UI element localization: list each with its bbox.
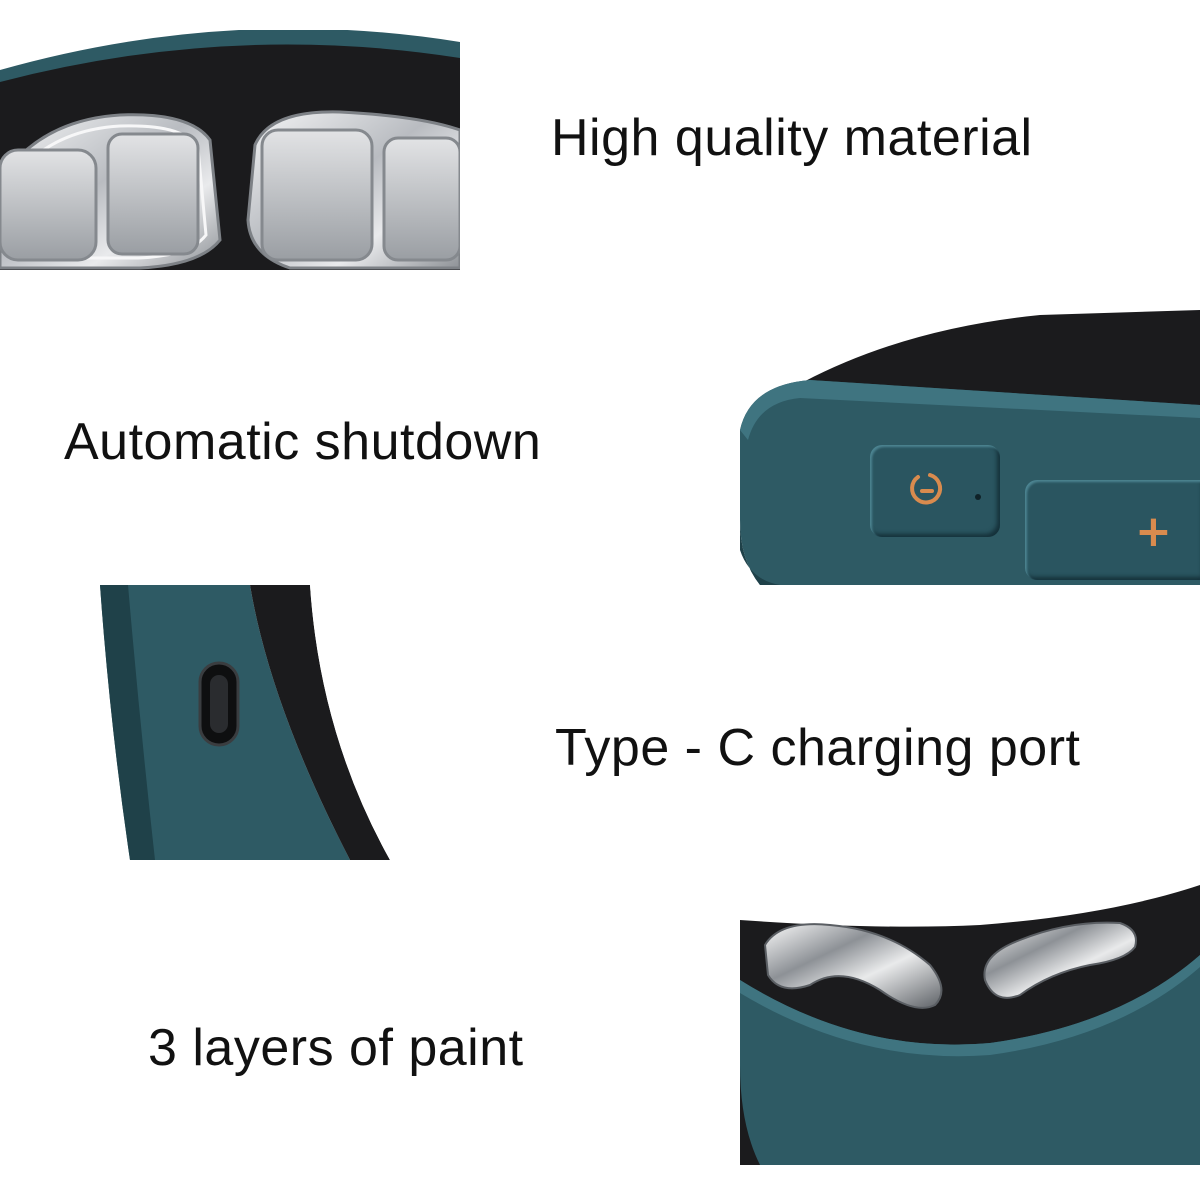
photo-control-buttons: + [740,310,1200,585]
photo-electrode-pads [0,30,460,270]
caption-high-quality-material: High quality material [551,109,1033,167]
usb-c-port-illustration [100,585,390,860]
caption-automatic-shutdown: Automatic shutdown [64,413,542,471]
caption-three-layers-of-paint: 3 layers of paint [148,1019,524,1077]
caption-type-c-charging-port: Type - C charging port [555,719,1081,777]
paint-layers-illustration [740,885,1200,1165]
power-button[interactable] [870,445,1000,537]
plus-button[interactable]: + [1025,480,1200,580]
electrode-pads-illustration [0,30,460,270]
photo-usb-c-port [100,585,390,860]
plus-icon: + [1135,506,1172,557]
photo-paint-layers [740,885,1200,1165]
power-icon [910,473,981,505]
